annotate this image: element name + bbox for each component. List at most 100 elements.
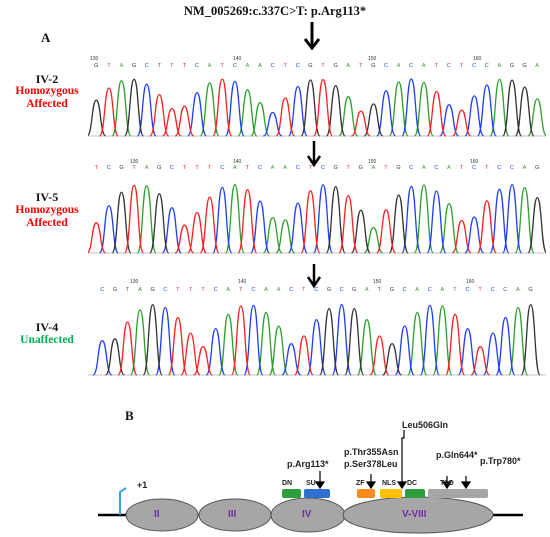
sequencing-trace: [88, 78, 546, 137]
panel-b-label: B: [125, 408, 134, 423]
position-label: 140: [233, 159, 242, 165]
protein-schematic: [98, 430, 523, 534]
domain-box: [304, 489, 330, 498]
base-call: C: [472, 165, 477, 171]
trace-channel-t: [117, 305, 491, 376]
position-label: 150: [368, 56, 377, 62]
trace-channel-g: [104, 304, 541, 376]
base-call: C: [383, 63, 388, 69]
base-call: A: [207, 63, 212, 69]
position-ticks: 130 140 150 160: [90, 159, 545, 169]
base-call: T: [453, 287, 457, 293]
base-call: A: [371, 165, 376, 171]
base-call: A: [270, 165, 275, 171]
base-call: G: [389, 287, 395, 293]
base-call: T: [302, 287, 306, 293]
tss-label: +1: [137, 480, 148, 490]
base-call: T: [459, 165, 464, 171]
sample-id: IV-4: [35, 320, 59, 334]
base-call: G: [326, 287, 332, 293]
sample-id: IV-2: [35, 72, 59, 86]
domain-label: DN: [282, 480, 293, 487]
panel-a-label: A: [41, 30, 51, 45]
trace-channel-a: [136, 184, 535, 254]
base-call: C: [497, 165, 502, 171]
base-call: C: [144, 63, 149, 69]
mutation-label: p.Ser378Leu: [344, 459, 398, 469]
base-call: A: [415, 287, 419, 293]
base-call: C: [314, 287, 319, 293]
domain-label: SU: [306, 480, 316, 487]
base-call: T: [220, 63, 224, 69]
base-call: A: [276, 287, 281, 293]
base-call: A: [396, 63, 401, 69]
base-call: C: [251, 287, 256, 293]
domain-label: DC: [407, 480, 418, 487]
base-call: T: [283, 63, 287, 69]
base-call: C: [465, 287, 470, 293]
base-call: A: [283, 165, 288, 171]
position-label: 130: [90, 56, 99, 62]
base-call: C: [213, 287, 218, 293]
base-call: C: [472, 63, 477, 69]
base-call: A: [522, 165, 527, 171]
trace-channel-a: [111, 78, 546, 137]
base-call: G: [157, 165, 162, 171]
base-call: G: [528, 287, 533, 293]
sequencing-trace: [88, 304, 546, 376]
trace-channel-g: [111, 185, 546, 254]
base-call: G: [509, 63, 515, 69]
base-call: G: [522, 63, 527, 69]
tss-marker-icon: [119, 487, 127, 515]
sequencing-trace: [88, 183, 546, 254]
base-call: A: [497, 63, 502, 69]
base-call: T: [170, 63, 174, 69]
exon-label: II: [154, 509, 160, 520]
base-call: T: [434, 63, 439, 69]
mutation-arrow-icon: [314, 430, 472, 490]
genotype-status: Unaffected: [20, 334, 74, 346]
position-label: 150: [368, 159, 377, 165]
base-call: C: [427, 287, 432, 293]
base-call: C: [195, 63, 200, 69]
phenotype-status: Affected: [26, 217, 68, 229]
base-call: T: [459, 63, 464, 69]
base-call: T: [132, 165, 136, 171]
base-call: C: [100, 287, 105, 293]
base-call: A: [516, 287, 520, 293]
base-call: T: [485, 165, 489, 171]
mutation-label: p.Arg113*: [287, 459, 329, 469]
trace-channel-a: [129, 305, 529, 376]
domain-label: NLS: [382, 480, 396, 487]
base-call: T: [478, 287, 482, 293]
base-call: T: [239, 287, 243, 293]
base-call: C: [258, 165, 262, 171]
domain-box: [405, 489, 425, 498]
base-call: C: [490, 287, 495, 293]
base-call: T: [182, 63, 187, 69]
base-call: G: [333, 63, 338, 69]
position-ticks: 130 140 150 160: [90, 279, 545, 289]
base-call: A: [264, 287, 268, 293]
base-call: T: [201, 287, 205, 293]
base-call: C: [106, 165, 111, 171]
base-call: A: [447, 165, 451, 171]
position-label: 160: [470, 159, 479, 165]
variant-arrow-icon: [306, 264, 322, 288]
trace-channel-g: [88, 78, 535, 137]
base-call: C: [270, 63, 275, 69]
base-call: C: [446, 63, 451, 69]
base-call: C: [503, 287, 508, 293]
domain-label: ZF: [356, 480, 365, 487]
domain-box: [428, 489, 488, 498]
base-call: A: [138, 287, 142, 293]
position-label: 130: [130, 279, 139, 285]
trace-channel-t: [98, 78, 472, 137]
base-call: T: [377, 287, 382, 293]
domain-box: [282, 489, 301, 498]
base-call: C: [409, 63, 414, 69]
position-label: 140: [238, 279, 247, 285]
figure-title: NM_005269:c.337C>T: p.Arg113*: [183, 4, 367, 18]
base-call: T: [308, 165, 313, 171]
base-call: C: [509, 165, 514, 171]
